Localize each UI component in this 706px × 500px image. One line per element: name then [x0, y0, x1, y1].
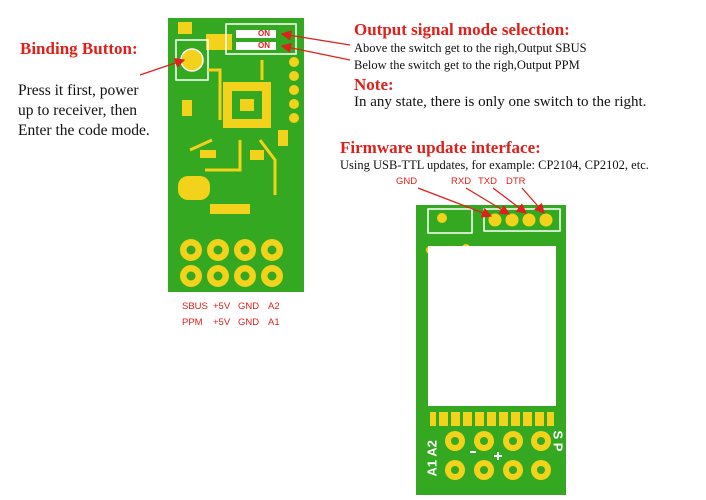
- switch-top: [236, 30, 276, 38]
- firmware-pads: [483, 208, 561, 232]
- output-line-2: Below the switch get to the righ,Output …: [354, 58, 580, 72]
- note-title: Note:: [354, 75, 394, 94]
- via: [289, 85, 299, 95]
- switch-label-1: ON: [258, 29, 270, 38]
- switch-outline: [225, 23, 297, 55]
- arrow-binding: [139, 58, 186, 76]
- switch-label-2: ON: [258, 41, 270, 50]
- pad-txd: [522, 213, 536, 227]
- silk-side-left: A1 A2: [424, 440, 440, 477]
- firmware-title: Firmware update interface:: [340, 138, 541, 157]
- pin-label-dtr: DTR: [506, 176, 526, 187]
- via: [437, 213, 447, 223]
- pin-label-rxd: RXD: [451, 176, 472, 187]
- sticker-area: [428, 246, 556, 406]
- binding-title: Binding Button:: [20, 39, 138, 58]
- contact-strip: [430, 412, 554, 426]
- smd-part: [200, 150, 216, 158]
- mcu-chip-pad: [240, 99, 254, 111]
- via: [289, 71, 299, 81]
- annotation-arrows: [139, 30, 545, 218]
- binding-line-1: Press it first, power: [18, 82, 139, 99]
- row1-label-1: SBUS: [182, 301, 208, 312]
- smd-part: [182, 100, 192, 116]
- row1-label-4: A2: [268, 301, 280, 312]
- bottom-pin-pads: [445, 431, 551, 480]
- smd-part: [210, 204, 250, 214]
- pin-label-gnd: GND: [396, 176, 418, 187]
- output-line-1: Above the switch get to the righ,Output …: [354, 41, 587, 55]
- receiver-board: [168, 18, 304, 292]
- row2-label-1: PPM: [182, 317, 203, 328]
- silkscreen-box: [427, 208, 473, 234]
- pad: [206, 34, 232, 50]
- trace: [189, 60, 277, 195]
- row2-label-2: +5V: [213, 317, 231, 328]
- arrow-dtr: [521, 187, 545, 214]
- smd-part: [250, 150, 264, 160]
- silk-side-right: S P: [550, 430, 566, 452]
- row2-label-3: GND: [238, 317, 260, 328]
- smd-part: [278, 130, 288, 146]
- arrow-gnd: [417, 187, 493, 218]
- binding-button: [180, 48, 204, 72]
- arrow-switch-bottom: [280, 42, 351, 61]
- pad-rxd: [505, 213, 519, 227]
- row1-label-3: GND: [238, 301, 260, 312]
- arrow-txd: [492, 187, 528, 214]
- pad: [178, 22, 192, 34]
- backside-board: [416, 205, 566, 495]
- arrow-rxd: [465, 187, 511, 215]
- binding-line-2: up to receiver, then: [18, 102, 138, 119]
- firmware-description: Using USB-TTL updates, for example: CP21…: [340, 158, 649, 172]
- row1-label-2: +5V: [213, 301, 231, 312]
- pad-dtr: [539, 213, 553, 227]
- crystal: [178, 176, 210, 200]
- binding-description: Press it first, power up to receiver, th…: [18, 81, 150, 141]
- via: [289, 113, 299, 123]
- arrow-switch-top: [280, 30, 351, 46]
- binding-line-3: Enter the code mode.: [18, 122, 150, 139]
- pin-header: [180, 239, 283, 287]
- note-text: In any state, there is only one switch t…: [354, 94, 647, 110]
- output-title: Output signal mode selection:: [354, 20, 570, 39]
- pin-label-txd: TXD: [478, 176, 497, 187]
- via: [289, 57, 299, 67]
- row2-label-4: A1: [268, 317, 280, 328]
- via: [289, 99, 299, 109]
- switch-bottom: [236, 42, 276, 50]
- plus-symbol: [494, 452, 502, 460]
